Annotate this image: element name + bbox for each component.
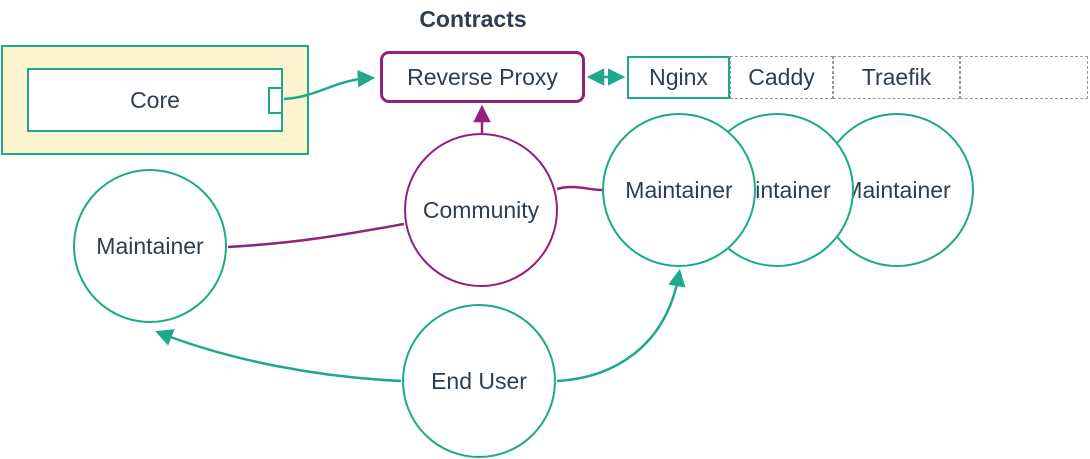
community-circle: Community	[404, 133, 558, 287]
maintainer-label: Maintainer	[843, 176, 951, 203]
proxy-option-caddy-label: Caddy	[748, 64, 815, 90]
maintainer-label: Maintainer	[96, 232, 204, 259]
community-label: Community	[422, 196, 540, 223]
proxy-option-traefik-label: Traefik	[861, 64, 932, 90]
maintainer-circle-left: Maintainer	[73, 169, 227, 323]
proxy-option-empty	[960, 56, 1088, 99]
maintainer-label: Maintainer	[625, 176, 733, 203]
reverse-proxy-node: Reverse Proxy	[380, 51, 585, 103]
core-label: Core	[130, 86, 180, 113]
core-node: Core	[27, 68, 283, 132]
edge-end-user-to-maintainers-right	[556, 268, 686, 383]
end-user-circle: End User	[402, 304, 556, 458]
edge-community-to-maintainers-right	[556, 185, 603, 192]
reverse-proxy-label: Reverse Proxy	[407, 63, 558, 90]
end-user-label: End User	[431, 367, 527, 394]
edge-community-to-maintainer-left	[227, 222, 405, 249]
proxy-option-nginx: Nginx	[627, 56, 730, 99]
edge-end-user-to-maintainer-left	[155, 329, 402, 383]
proxy-option-traefik: Traefik	[833, 56, 960, 99]
diagram-title: Contracts	[419, 6, 527, 32]
core-output-port	[268, 87, 283, 114]
maintainer-circle-right-1: Maintainer	[602, 113, 756, 267]
proxy-option-caddy: Caddy	[730, 56, 833, 99]
proxy-option-nginx-label: Nginx	[649, 64, 708, 90]
